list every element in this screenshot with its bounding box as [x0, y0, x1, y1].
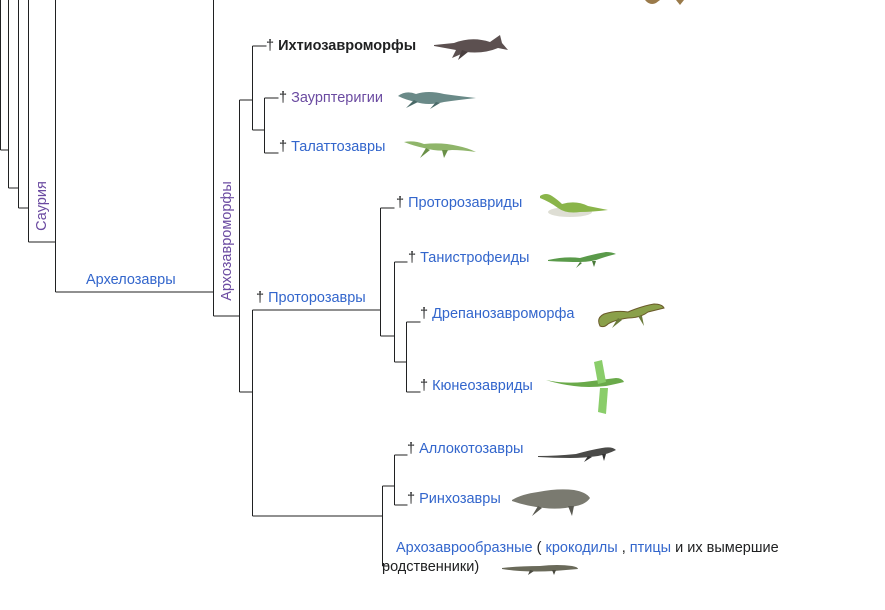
- sauropterygia-link[interactable]: Заурптеригии: [291, 90, 383, 106]
- taxon-archosauriformes: Архозаврообразные ( крокодилы , птицы и …: [396, 539, 779, 558]
- partial-animal-icon: [645, 0, 684, 5]
- taxon-drepanosauromorpha: †Дрепанозавроморфа: [420, 305, 575, 323]
- extinct-dagger: †: [420, 378, 429, 394]
- ichthyosaur-icon: [434, 35, 508, 60]
- drepanosauromorpha-link[interactable]: Дрепанозавроморфа: [432, 306, 575, 322]
- taxon-tanystropheidae: †Танистрофеиды: [408, 249, 529, 267]
- thalattosaur-icon: [404, 141, 476, 158]
- crocodile-icon: [502, 565, 578, 575]
- allokotosaur-icon: [538, 447, 616, 462]
- extinct-dagger: †: [279, 139, 288, 155]
- archelosauria-link[interactable]: Архелозавры: [86, 272, 176, 288]
- allokotosauria-link[interactable]: Аллокотозавры: [419, 441, 524, 457]
- tanystropheus-icon: [548, 252, 616, 268]
- relatives-text-line2: родственники): [382, 559, 480, 575]
- taxon-sauropterygia: †Заурптеригии: [279, 89, 383, 107]
- protorosaur-icon: [540, 194, 608, 217]
- tanystropheidae-link[interactable]: Танистрофеиды: [420, 250, 530, 266]
- paren-open: (: [536, 540, 542, 556]
- plesiosaur-icon: [398, 92, 476, 109]
- kuehneosaur-icon: [546, 360, 624, 414]
- taxon-rhynchosauria: †Ринхозавры: [407, 490, 501, 508]
- extinct-dagger: †: [420, 306, 429, 322]
- clade-protorosauria: †Протор​озавры: [256, 289, 366, 307]
- taxon-protorosauridae: †Проторозавриды: [396, 194, 522, 212]
- relatives-text: и их вымершие: [675, 540, 779, 556]
- clade-label-archelosauria[interactable]: Архелозавры: [86, 271, 176, 289]
- extinct-dagger: †: [396, 195, 405, 211]
- clade-label-sauria[interactable]: Саурия: [34, 181, 50, 231]
- birds-link[interactable]: птицы: [629, 540, 672, 556]
- clade-label-archosauromorpha[interactable]: Архозавроморфы: [219, 181, 235, 301]
- taxon-allokotosauria: †Аллокотозавры: [407, 440, 523, 458]
- rhynchosaur-icon: [512, 489, 590, 516]
- extinct-dagger: †: [408, 250, 417, 266]
- protorosauria-link[interactable]: Протор​озавры: [268, 290, 366, 306]
- extinct-dagger: †: [407, 441, 416, 457]
- comma: ,: [621, 540, 626, 556]
- extinct-dagger: †: [256, 290, 265, 306]
- thalattosauria-link[interactable]: Талаттозавры: [291, 139, 386, 155]
- taxon-thalattosauria: †Талаттозавры: [279, 138, 385, 156]
- ichthyosauromorpha-label: Ихтиозавроморфы: [278, 38, 417, 54]
- extinct-dagger: †: [407, 491, 416, 507]
- taxon-kuehneosauridae: †Кюнеозавриды: [420, 377, 533, 395]
- rhynchosauria-link[interactable]: Ринхозавры: [419, 491, 501, 507]
- archosauriformes-link[interactable]: Архозаврообразные: [396, 540, 533, 556]
- extinct-dagger: †: [279, 90, 288, 106]
- drepanosaur-icon: [598, 303, 665, 328]
- protorosauridae-link[interactable]: Проторозавриды: [408, 195, 523, 211]
- crocodiles-link[interactable]: крокодилы: [545, 540, 618, 556]
- taxon-ichthyosauromorpha: †Ихтиозавроморфы: [266, 37, 416, 55]
- kuehneosauridae-link[interactable]: Кюнеозавриды: [432, 378, 533, 394]
- extinct-dagger: †: [266, 38, 275, 54]
